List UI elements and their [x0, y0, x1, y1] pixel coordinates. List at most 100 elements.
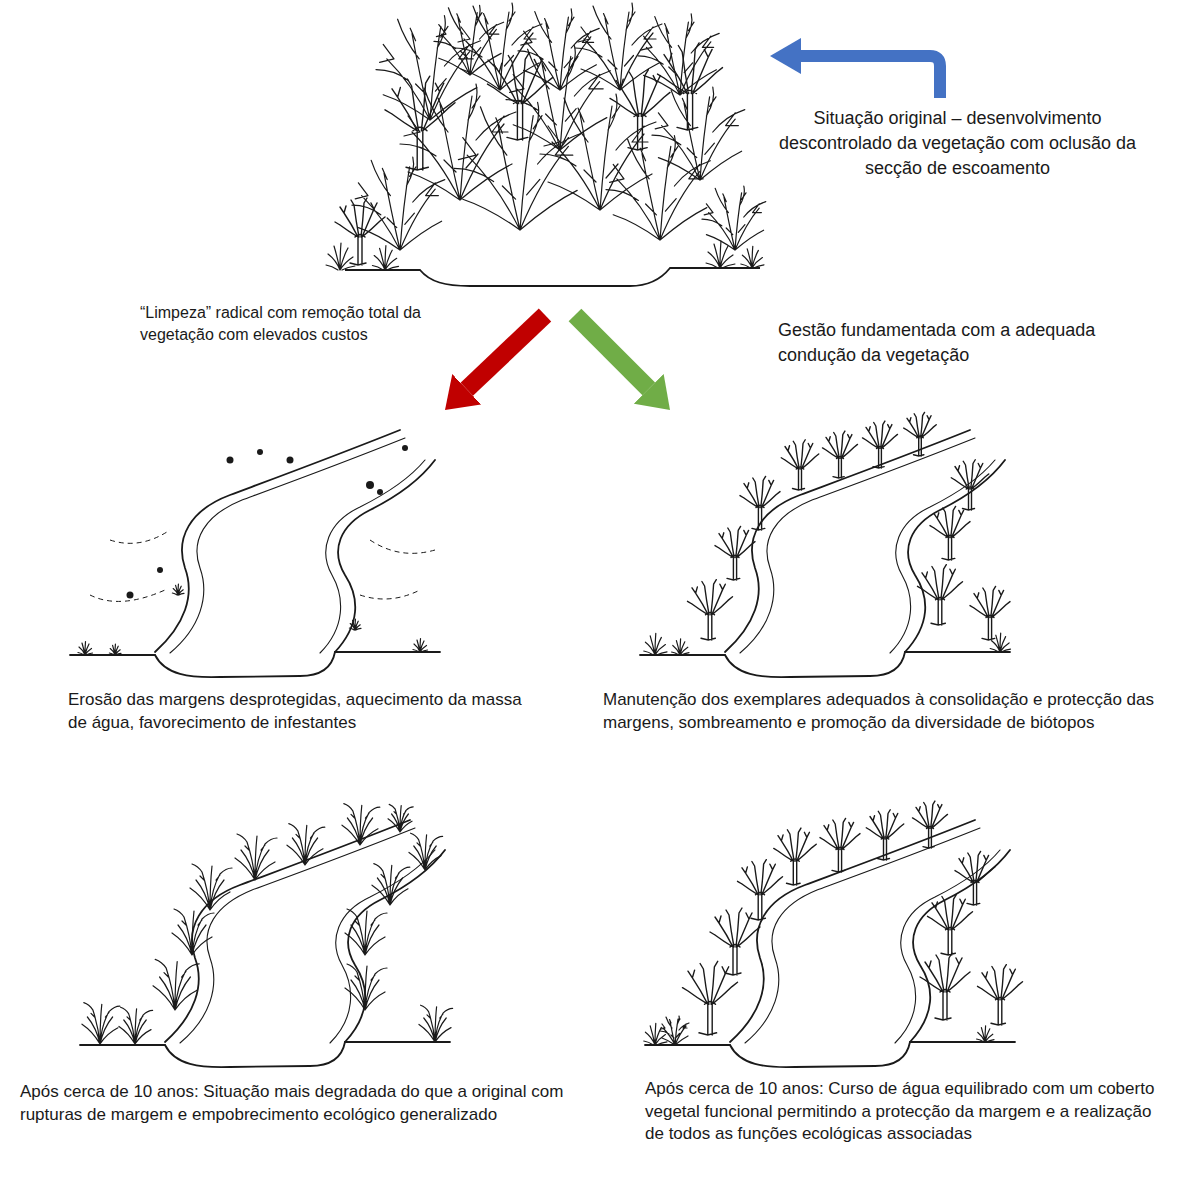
sketch-stroke [345, 964, 387, 1010]
situation-text: Situação original – desenvolvimento desc… [765, 106, 1150, 180]
sketch-stroke [977, 1026, 994, 1042]
sketch-stroke [955, 851, 995, 905]
flow-arrow [575, 315, 649, 389]
sketch-stroke [990, 633, 1010, 652]
radical-cleaning-panel: Erosão das margens desprotegidas, aqueci… [60, 410, 540, 741]
sketch-stroke [377, 489, 383, 495]
sketch-stroke [866, 810, 904, 860]
sketch-stroke [190, 864, 232, 910]
sketch-stroke [419, 1005, 453, 1042]
sketch-stroke [287, 457, 294, 464]
sketch-stroke [352, 157, 445, 250]
sketch-stroke [335, 198, 385, 265]
sketch-stroke [227, 457, 234, 464]
sketch-stroke [366, 481, 374, 489]
sketch-stroke [349, 619, 361, 630]
sketch-stroke [920, 953, 970, 1020]
sketch-stroke [738, 860, 783, 920]
sketch-stroke [172, 584, 184, 595]
edge-label: Gestão fundamentada com a adequada condu… [778, 318, 1170, 368]
flow-arrow [467, 315, 545, 389]
edge-label-box: Gestão fundamentada com a adequada condu… [778, 318, 1170, 368]
sketch-stroke [372, 864, 410, 905]
sketch-stroke [345, 909, 387, 955]
panel-caption: Após cerca de 10 anos: Situação mais deg… [20, 1080, 580, 1127]
sketch-stroke [82, 1003, 120, 1044]
balanced-stream [644, 801, 1023, 1067]
sketch-stroke [970, 586, 1010, 640]
blue-arrow-head [770, 38, 801, 74]
degraded-panel: Após cerca de 10 anos: Situação mais deg… [15, 780, 585, 1133]
sketch-stroke [345, 268, 760, 286]
sketch-stroke [658, 43, 723, 130]
managed-panel: Manutenção dos exemplares adequados à co… [598, 410, 1168, 741]
sketch-stroke [235, 834, 277, 880]
sketch-stroke [372, 246, 398, 270]
sketch-stroke [157, 567, 163, 573]
panel-caption: Manutenção dos exemplares adequados à co… [603, 688, 1163, 735]
sketch-stroke [78, 642, 93, 656]
sketch-stroke [385, 76, 455, 170]
sketch-stroke [660, 1016, 689, 1045]
managed-stream [640, 412, 1011, 677]
sketch-stroke [823, 431, 858, 478]
sketch-stroke [978, 965, 1023, 1025]
sketch-stroke [904, 412, 937, 456]
cleared-stream [70, 430, 440, 677]
sketch-stroke [287, 824, 325, 865]
sketch-stroke [606, 136, 710, 240]
sketch-stroke [715, 526, 755, 580]
sketch-stroke [774, 828, 817, 885]
sketch-stroke [918, 565, 963, 625]
sketch-stroke [518, 9, 599, 90]
sketch-stroke [172, 909, 214, 955]
sketch-stroke [90, 530, 435, 601]
sketch-stroke [488, 53, 553, 140]
sketch-stroke [342, 804, 380, 845]
sketch-stroke [930, 506, 970, 560]
sketch-stroke [928, 895, 973, 955]
sketch-stroke [863, 421, 898, 468]
sketch-stroke [644, 1023, 667, 1045]
sketch-stroke [119, 1007, 153, 1044]
sketch-stroke [645, 820, 1015, 1067]
sketch-stroke [652, 87, 745, 180]
edge-label: “Limpeza” radical com remoção total da v… [140, 302, 440, 346]
sketch-stroke [434, 5, 504, 75]
sketch-stroke [257, 449, 263, 455]
sketch-stroke [455, 3, 542, 90]
panel-caption: Após cerca de 10 anos: Curso de água equ… [645, 1078, 1170, 1146]
sketch-stroke [80, 820, 450, 1067]
sketch-stroke [540, 94, 656, 210]
blue-arrow [800, 56, 940, 98]
sketch-stroke [326, 243, 355, 270]
sketch-stroke [70, 430, 440, 677]
sketch-stroke [640, 430, 1010, 677]
sketch-stroke [402, 445, 408, 451]
sketch-stroke [740, 476, 780, 530]
sketch-stroke [683, 961, 738, 1035]
sketch-stroke [688, 580, 733, 640]
sketch-stroke [127, 592, 134, 599]
sketch-stroke [781, 440, 819, 490]
sketch-stroke [409, 833, 443, 870]
panel-caption: Erosão das margens desprotegidas, aqueci… [68, 688, 538, 735]
sketch-stroke [109, 644, 121, 655]
sketch-stroke [913, 801, 948, 848]
sketch-stroke [706, 241, 735, 268]
sketch-stroke [672, 639, 689, 655]
sketch-stroke [610, 70, 670, 150]
balanced-panel: Após cerca de 10 anos: Curso de água equ… [640, 780, 1175, 1152]
sketch-stroke [153, 959, 199, 1010]
sketch-stroke [413, 639, 428, 653]
sketch-stroke [741, 246, 764, 268]
degraded-stream [80, 804, 453, 1068]
sketch-stroke [951, 460, 989, 510]
original-situation-panel: Situação original – desenvolvimento desc… [330, 0, 1160, 315]
sketch-stroke [388, 804, 413, 832]
sketch-stroke [644, 633, 667, 655]
sketch-stroke [820, 818, 860, 872]
sketch-stroke [702, 186, 766, 250]
